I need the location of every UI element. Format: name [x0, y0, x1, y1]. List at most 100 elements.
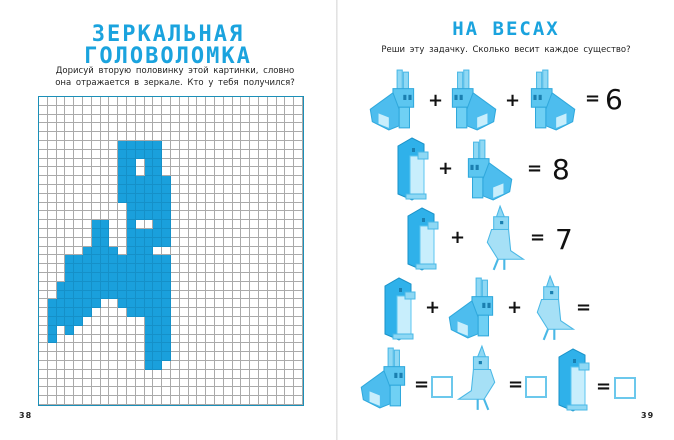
grid-cell-filled[interactable]	[47, 334, 57, 344]
grid-cell[interactable]	[250, 140, 259, 150]
grid-cell[interactable]	[267, 123, 277, 133]
grid-cell[interactable]	[276, 105, 286, 115]
grid-cell-filled[interactable]	[65, 264, 75, 273]
grid-cell[interactable]	[135, 105, 145, 115]
grid-cell[interactable]	[100, 167, 110, 177]
grid-cell[interactable]	[214, 396, 224, 405]
grid-cell[interactable]	[39, 228, 48, 238]
grid-cell[interactable]	[126, 343, 136, 353]
grid-cell[interactable]	[197, 281, 207, 291]
grid-cell-filled[interactable]	[162, 325, 171, 335]
grid-cell[interactable]	[74, 228, 83, 238]
grid-cell[interactable]	[206, 114, 215, 124]
grid-cell[interactable]	[276, 387, 286, 397]
grid-cell[interactable]	[179, 246, 189, 256]
grid-cell[interactable]	[162, 246, 171, 256]
grid-cell[interactable]	[170, 378, 180, 388]
grid-cell[interactable]	[232, 97, 242, 106]
grid-cell[interactable]	[65, 369, 75, 379]
grid-cell[interactable]	[250, 97, 259, 106]
grid-cell-filled[interactable]	[74, 308, 83, 317]
grid-cell[interactable]	[223, 114, 233, 124]
grid-cell[interactable]	[267, 202, 277, 212]
grid-cell[interactable]	[294, 114, 303, 124]
grid-cell-filled[interactable]	[144, 228, 154, 238]
grid-cell-filled[interactable]	[162, 343, 171, 353]
grid-cell[interactable]	[206, 220, 215, 229]
grid-cell[interactable]	[118, 132, 127, 141]
grid-cell[interactable]	[162, 158, 171, 168]
grid-cell-filled[interactable]	[118, 272, 127, 282]
grid-cell[interactable]	[91, 308, 101, 317]
grid-cell[interactable]	[241, 220, 251, 229]
grid-cell-filled[interactable]	[109, 255, 119, 265]
grid-cell[interactable]	[170, 176, 180, 185]
grid-cell-filled[interactable]	[118, 149, 127, 159]
grid-cell-filled[interactable]	[126, 193, 136, 203]
grid-cell[interactable]	[197, 97, 207, 106]
grid-cell[interactable]	[232, 193, 242, 203]
grid-cell[interactable]	[241, 369, 251, 379]
grid-cell[interactable]	[258, 132, 268, 141]
grid-cell[interactable]	[223, 158, 233, 168]
grid-cell[interactable]	[241, 97, 251, 106]
grid-cell[interactable]	[39, 202, 48, 212]
grid-cell[interactable]	[267, 211, 277, 221]
grid-cell[interactable]	[223, 202, 233, 212]
grid-cell-filled[interactable]	[126, 264, 136, 273]
grid-cell[interactable]	[135, 220, 145, 229]
grid-cell[interactable]	[267, 176, 277, 185]
grid-cell[interactable]	[276, 264, 286, 273]
grid-cell[interactable]	[135, 158, 145, 168]
grid-cell[interactable]	[91, 132, 101, 141]
grid-cell[interactable]	[179, 352, 189, 361]
grid-cell[interactable]	[47, 290, 57, 300]
grid-cell[interactable]	[223, 184, 233, 194]
grid-cell[interactable]	[250, 264, 259, 273]
grid-cell-filled[interactable]	[126, 228, 136, 238]
grid-cell[interactable]	[258, 316, 268, 326]
grid-cell-filled[interactable]	[74, 316, 83, 326]
grid-cell[interactable]	[56, 378, 66, 388]
grid-cell[interactable]	[294, 290, 303, 300]
grid-cell-filled[interactable]	[153, 281, 163, 291]
grid-cell[interactable]	[153, 396, 163, 405]
grid-cell[interactable]	[276, 123, 286, 133]
grid-cell[interactable]	[153, 105, 163, 115]
grid-cell[interactable]	[294, 246, 303, 256]
grid-cell[interactable]	[232, 352, 242, 361]
grid-cell[interactable]	[74, 369, 83, 379]
grid-cell[interactable]	[39, 132, 48, 141]
grid-cell-filled[interactable]	[162, 184, 171, 194]
grid-cell[interactable]	[276, 176, 286, 185]
grid-cell[interactable]	[188, 237, 198, 247]
grid-cell[interactable]	[188, 396, 198, 405]
grid-cell[interactable]	[118, 325, 127, 335]
grid-cell[interactable]	[206, 343, 215, 353]
grid-cell[interactable]	[126, 132, 136, 141]
grid-cell[interactable]	[206, 176, 215, 185]
grid-cell[interactable]	[258, 193, 268, 203]
grid-cell-filled[interactable]	[91, 281, 101, 291]
grid-cell[interactable]	[82, 325, 92, 335]
grid-cell[interactable]	[294, 176, 303, 185]
grid-cell[interactable]	[144, 396, 154, 405]
grid-cell-filled[interactable]	[109, 246, 119, 256]
grid-cell[interactable]	[276, 334, 286, 344]
grid-cell[interactable]	[223, 369, 233, 379]
grid-cell[interactable]	[223, 246, 233, 256]
grid-cell-filled[interactable]	[153, 140, 163, 150]
grid-cell[interactable]	[250, 255, 259, 265]
grid-cell-filled[interactable]	[153, 211, 163, 221]
grid-cell[interactable]	[285, 184, 295, 194]
grid-cell-filled[interactable]	[82, 290, 92, 300]
grid-cell[interactable]	[214, 255, 224, 265]
grid-cell-filled[interactable]	[135, 246, 145, 256]
grid-cell[interactable]	[118, 237, 127, 247]
grid-cell[interactable]	[188, 220, 198, 229]
grid-cell[interactable]	[118, 334, 127, 344]
grid-cell[interactable]	[144, 387, 154, 397]
grid-cell[interactable]	[197, 396, 207, 405]
grid-cell[interactable]	[179, 308, 189, 317]
grid-cell[interactable]	[82, 114, 92, 124]
